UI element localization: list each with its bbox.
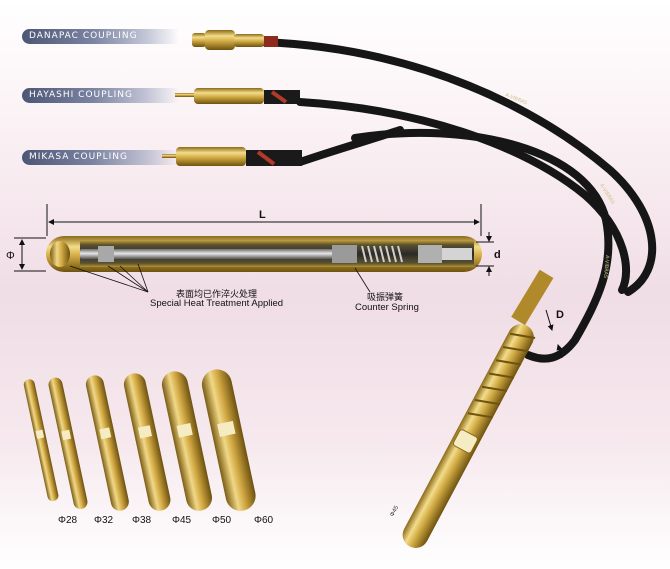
danapac-coupling-label: DANAPAC COUPLING [22, 29, 179, 44]
hose-hayashi [296, 98, 631, 294]
poker-set [23, 369, 256, 511]
poker-label-32: Φ32 [94, 515, 114, 526]
poker-label-28: Φ28 [58, 515, 78, 526]
length-label: L [259, 209, 266, 221]
hayashi-coupling [175, 88, 300, 104]
heat-treatment-cn: 表面均已作淬火处理 [176, 289, 258, 299]
hose-diameter-label: D [556, 309, 564, 321]
hose-danapac [258, 38, 657, 296]
hose-lower [351, 128, 613, 363]
danapac-coupling [192, 30, 278, 50]
poker-label-45: Φ45 [172, 515, 192, 526]
poker-label-50: Φ50 [212, 515, 232, 526]
mikasa-coupling [162, 147, 302, 166]
mikasa-coupling-label: MIKASA COUPLING [22, 150, 179, 165]
counter-spring-cn: 吸振弹簧 [367, 292, 404, 302]
cutaway-diagram [46, 236, 482, 272]
poker-label-38: Φ38 [132, 515, 152, 526]
big-poker-tag: Φ45 [389, 504, 400, 518]
counter-spring-en: Counter Spring [355, 302, 419, 313]
svg-text:A-VIBRAS: A-VIBRAS [602, 255, 610, 278]
poker-label-60: Φ60 [254, 515, 274, 526]
outer-diameter-label: Φ [6, 250, 15, 262]
inner-diameter-label: d [494, 249, 501, 261]
hose-group: A-VIBRAS A-VIBRAS A-VIBRAS [258, 38, 657, 363]
heat-treatment-en: Special Heat Treatment Applied [150, 298, 284, 309]
hayashi-coupling-label: HAYASHI COUPLING [22, 88, 179, 103]
main-poker: Φ45 [389, 269, 554, 548]
